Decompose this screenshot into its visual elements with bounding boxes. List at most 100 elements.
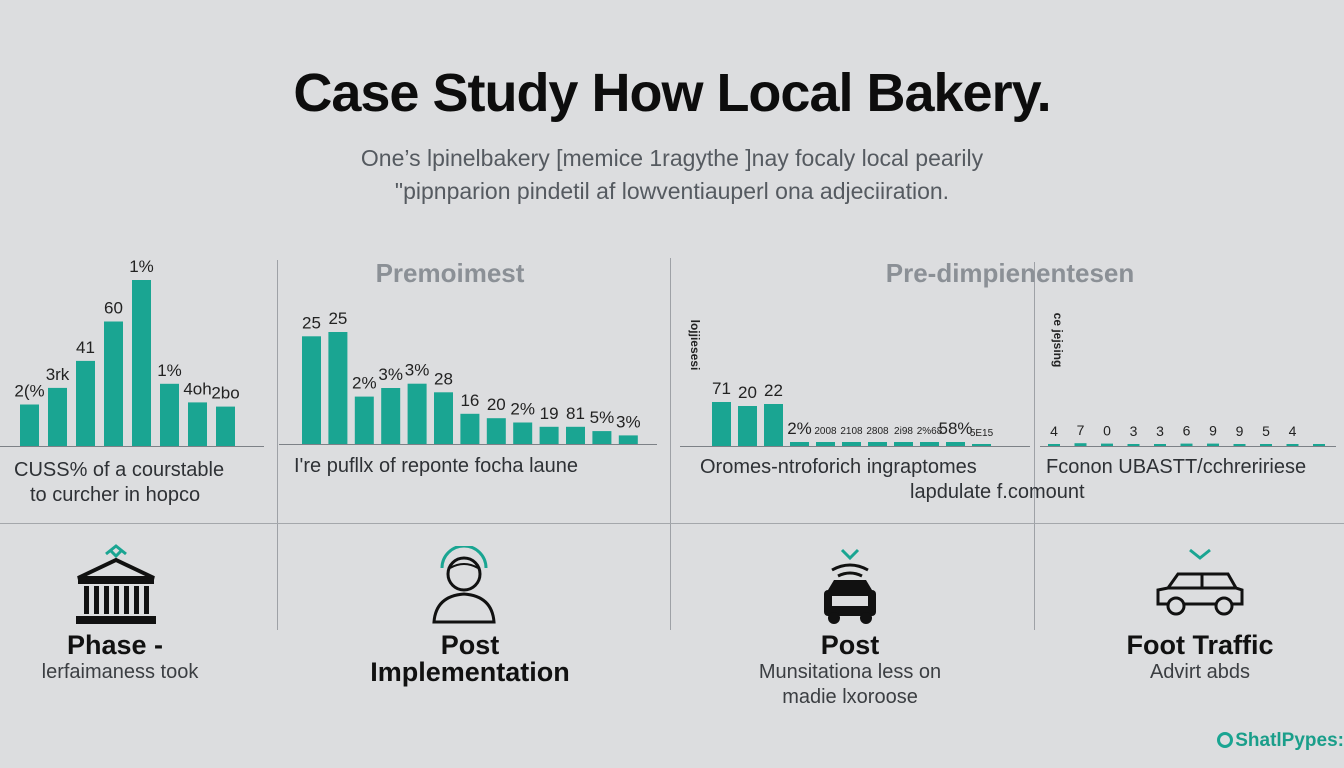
chart-2-bar-10	[539, 426, 559, 444]
chart-2-data-label-6: 28	[434, 369, 453, 388]
chart-2-bar-2	[328, 332, 348, 444]
chart-2-bar-8	[486, 418, 506, 444]
chart-3-data-label-3: 22	[764, 381, 783, 400]
chart-3-bar-9	[920, 442, 939, 446]
chart-4-data-label-5: 3	[1156, 423, 1164, 439]
chart-1-bar-1	[20, 404, 39, 446]
chart-3-bar-7	[868, 442, 887, 446]
person-icon	[432, 546, 496, 624]
chart-1-bar-7	[188, 402, 207, 446]
chart-2-data-label-3: 2%	[352, 374, 377, 393]
chart-4-bar-10	[1286, 444, 1299, 446]
chart-2-bar-11	[566, 426, 585, 444]
chart-3-data-label-5: 2008	[814, 426, 837, 437]
subtitle-line-2: "pipnparion pindetil af lowventiauperl o…	[394, 178, 950, 204]
chart-4-bar-2	[1074, 443, 1087, 446]
chart-2-data-label-9: 2%	[510, 400, 535, 419]
chart-1-caption: CUSS% of a courstable to curcher in hopc…	[14, 458, 224, 508]
brand-mark-icon	[1217, 732, 1234, 748]
chart-3-bar-4	[790, 442, 809, 446]
chart-1-bar-8	[216, 406, 235, 446]
chart-4-bar-11	[1313, 444, 1325, 446]
chart-4-caption: Fconon UBASTT/cchreririese	[1046, 455, 1306, 480]
chart-3-data-label-7: 2808	[866, 426, 889, 437]
chart-1-bar-3	[76, 360, 95, 446]
chart-2-bar-4	[381, 388, 401, 444]
chart-1-bar-2	[48, 387, 67, 446]
phase-3-subtitle-line-1: Munsitationa less on	[758, 661, 942, 683]
chart-3-data-label-10: 58%	[938, 419, 972, 438]
phase-4-subtitle: Advirt abds	[1149, 661, 1251, 683]
chart-1-data-label-3: 41	[76, 338, 95, 357]
chart-4-caption-line-1: Fconon UBASTT/cchreririese	[1046, 456, 1307, 478]
chart-2-bar-9	[513, 422, 533, 444]
chart-2-caption: I're pufllx of reponte focha laune	[294, 454, 578, 479]
phase-2-title-line-2: Implementation	[370, 657, 570, 687]
chart-2-data-label-4: 3%	[378, 365, 403, 384]
chart-3-bar-11	[972, 444, 991, 446]
chart-2-data-label-8: 20	[487, 395, 506, 414]
chart-2-bar-6	[434, 392, 453, 444]
bank-building-icon	[76, 544, 156, 624]
chart-3-bar-2	[738, 406, 757, 446]
chart-3-data-label-2: 20	[738, 383, 757, 402]
chart-3-bar-1	[712, 402, 731, 446]
phase-1-title: Phase -	[66, 630, 164, 660]
chart-2-bar-7	[460, 413, 480, 444]
chart-3-caption: Oromes-ntroforich ingraptomes lapdulate …	[700, 455, 1085, 505]
chart-3-bar-5	[816, 442, 835, 446]
chart-2-bar-1	[302, 336, 321, 444]
chart-4-data-label-3: 0	[1103, 423, 1111, 439]
chart-1-data-label-2: 3rk	[46, 365, 70, 384]
chart-2-data-label-13: 3%	[616, 412, 641, 431]
chart-4-bar-1	[1048, 444, 1060, 446]
chart-3-data-label-9: 2%68	[917, 426, 943, 437]
chart-3-y-axis-label: lojjiesesi	[688, 320, 702, 371]
chart-4-bar-7	[1207, 443, 1219, 446]
chart-4-data-label-4: 3	[1130, 423, 1138, 439]
chart-2-bar-3	[354, 396, 374, 444]
phase-3-subtitle: Munsitationa less on madie lxoroose	[720, 660, 980, 710]
page-title: Case Study How Local Bakery.	[293, 63, 1051, 123]
phase-3-title: Post	[820, 630, 880, 660]
chart-3-bar-6	[842, 442, 861, 446]
chart-2-data-label-11: 81	[566, 404, 585, 423]
chart-2-data-label-12: 5%	[590, 408, 615, 427]
chart-1-data-label-4: 60	[104, 299, 123, 318]
phase-3-subtitle-line-2: madie lxoroose	[782, 686, 918, 708]
chart-1-data-label-6: 1%	[157, 361, 182, 380]
chart-4-data-label-7: 9	[1209, 423, 1217, 439]
phase-2-title-line-1: Post	[440, 630, 500, 660]
column-divider-2	[670, 258, 671, 630]
chart-4-bar-8	[1233, 444, 1246, 446]
chart-4-bar-9	[1260, 444, 1272, 446]
chart-1-data-label-7: 4oh	[183, 379, 211, 398]
chart-3-data-label-6: 2108	[840, 426, 863, 437]
brand-logo-text: ShatlPypes:	[1217, 730, 1344, 752]
chart-4-data-label-10: 4	[1289, 423, 1297, 439]
chart-1-bar-5	[132, 280, 151, 446]
column-divider-1	[277, 260, 278, 630]
phase-1-subtitle: lerfaimaness took	[41, 661, 199, 683]
chart-4-data-label-8: 9	[1236, 423, 1244, 439]
chart-4-data-label-9: 5	[1262, 423, 1270, 439]
chart-2-data-label-10: 19	[540, 404, 559, 423]
chart-3-data-label-8: 2i98	[894, 426, 913, 437]
row-divider	[0, 523, 1344, 524]
section-heading-pre-dimpienentesen: Pre-dimpienentesen	[885, 258, 1135, 288]
chart-4-y-axis-label: ce jejsing	[1051, 313, 1065, 368]
chart-3-bar-3	[764, 404, 783, 446]
chart-2-bar-5	[407, 383, 427, 444]
chart-1-bar-6	[160, 383, 179, 447]
chart-2-data-label-1: 25	[302, 313, 321, 332]
chart-4-bar-6	[1180, 443, 1193, 446]
section-heading-premoimest: Premoimest	[375, 258, 525, 288]
chart-2-data-label-5: 3%	[405, 361, 430, 380]
chart-4-data-label-2: 7	[1077, 422, 1085, 438]
chart-4-bar-4	[1127, 444, 1140, 446]
chart-3-data-label-11: 5E15	[970, 428, 994, 439]
chart-4-bar-5	[1154, 444, 1166, 446]
chart-1-data-label-8: 2bo	[211, 384, 239, 403]
chart-1-data-label-5: 1%	[129, 257, 154, 276]
